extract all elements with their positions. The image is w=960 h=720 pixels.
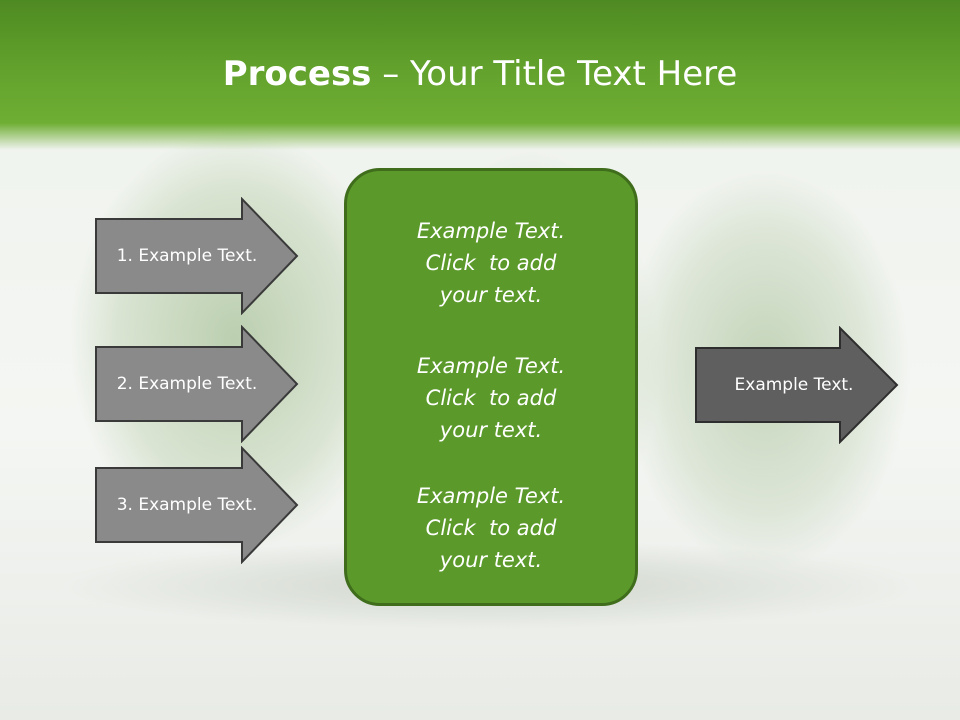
box-line: Example Text. — [416, 484, 566, 508]
box-paragraph-3: Example Text. Click to add your text. — [347, 480, 635, 576]
slide-title[interactable]: Process – Your Title Text Here — [0, 52, 960, 96]
box-line: your text. — [439, 283, 543, 307]
box-line: Click to add — [425, 386, 557, 410]
box-line: Click to add — [425, 516, 557, 540]
arrow-shape-icon — [95, 325, 299, 443]
step-1-label: 1. Example Text. — [116, 246, 258, 266]
center-text-box[interactable]: Example Text. Click to add your text. Ex… — [344, 168, 638, 606]
arrow-shape-icon — [695, 326, 899, 444]
step-3-label: 3. Example Text. — [116, 495, 258, 515]
box-line: your text. — [439, 548, 543, 572]
step-2-label: 2. Example Text. — [116, 374, 258, 394]
step-2-arrow[interactable]: 2. Example Text. — [94, 325, 300, 443]
title-rest: – Your Title Text Here — [371, 54, 738, 94]
box-line: Click to add — [425, 251, 557, 275]
result-label: Example Text. — [734, 375, 854, 395]
box-paragraph-2: Example Text. Click to add your text. — [347, 350, 635, 446]
box-line: your text. — [439, 418, 543, 442]
box-line: Example Text. — [416, 219, 566, 243]
arrow-shape-icon — [95, 197, 299, 315]
box-line: Example Text. — [416, 354, 566, 378]
result-arrow[interactable]: Example Text. — [694, 326, 900, 444]
title-bar — [0, 0, 960, 150]
box-paragraph-1: Example Text. Click to add your text. — [347, 215, 635, 311]
step-3-arrow[interactable]: 3. Example Text. — [94, 446, 300, 564]
arrow-shape-icon — [95, 446, 299, 564]
title-bold: Process — [222, 54, 372, 94]
step-1-arrow[interactable]: 1. Example Text. — [94, 197, 300, 315]
